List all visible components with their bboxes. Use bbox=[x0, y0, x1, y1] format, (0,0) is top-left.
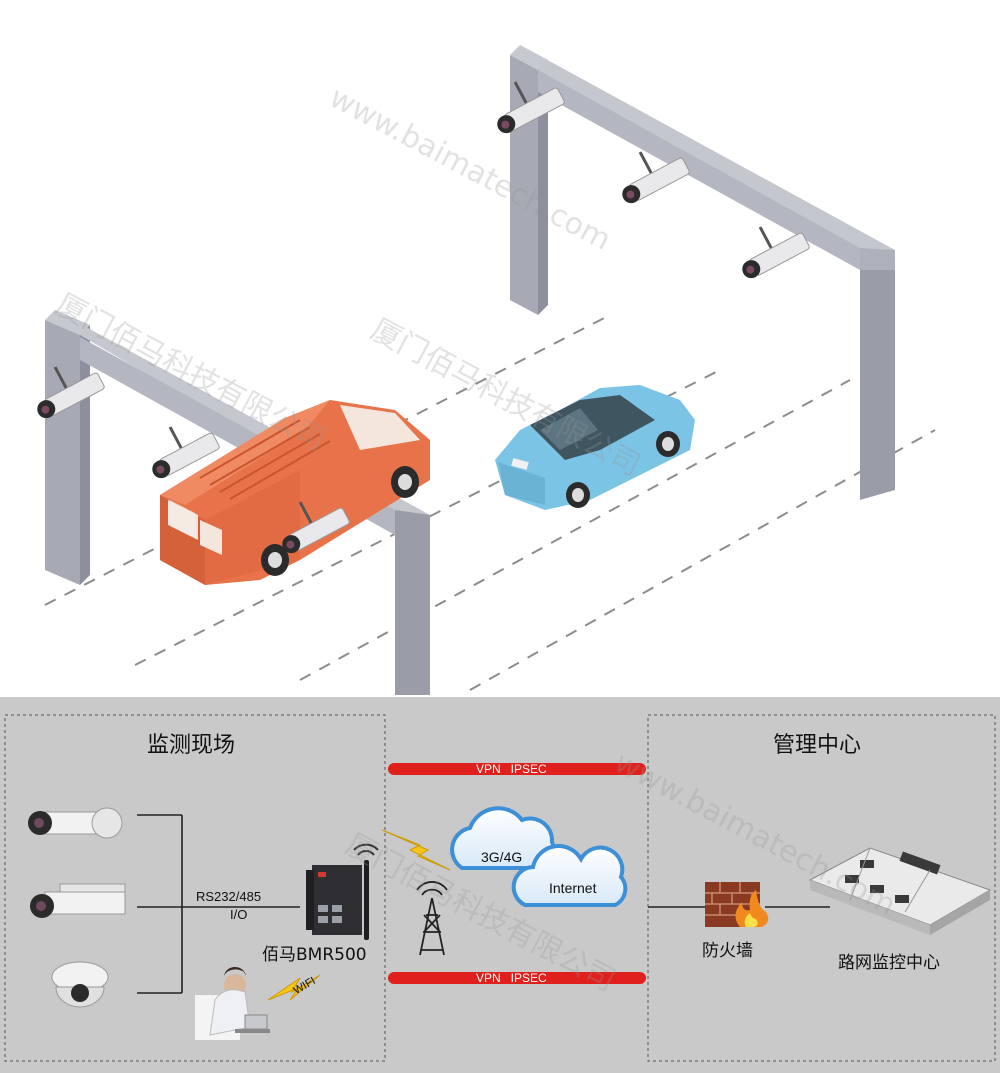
cloud-internet-label: Internet bbox=[549, 880, 597, 896]
router-label: 佰马BMR500 bbox=[262, 945, 367, 965]
router-icon bbox=[306, 843, 379, 940]
bullet-camera-icon bbox=[28, 807, 123, 839]
gantry-cameras bbox=[37, 81, 810, 419]
cloud-mobile-label: 3G/4G bbox=[481, 849, 523, 865]
firewall-label: 防火墙 bbox=[702, 941, 753, 961]
laptop-user-icon bbox=[195, 966, 270, 1040]
road-scene bbox=[37, 45, 936, 695]
vpn-label-bottom: VPN IPSEC bbox=[476, 971, 547, 985]
io-label: I/O bbox=[230, 907, 248, 922]
center-box bbox=[647, 714, 996, 1062]
center-title: 管理中心 bbox=[773, 733, 862, 758]
site-title: 监测现场 bbox=[147, 733, 236, 758]
wireless-bolt-icon bbox=[381, 829, 451, 871]
vpn-bar-top bbox=[388, 763, 646, 775]
blue-sedan bbox=[495, 385, 695, 510]
vpn-label-top: VPN IPSEC bbox=[476, 762, 547, 776]
firewall-icon bbox=[705, 882, 769, 927]
gantry-back bbox=[510, 45, 895, 500]
cloud-internet bbox=[511, 844, 628, 907]
control-center-icon bbox=[808, 847, 992, 935]
monitor-center-label: 路网监控中心 bbox=[838, 953, 940, 973]
serial-label: RS232/485 bbox=[196, 889, 262, 904]
site-box bbox=[4, 714, 386, 1062]
site-wiring bbox=[137, 814, 300, 994]
dome-camera-icon bbox=[51, 961, 109, 1008]
box-camera-icon bbox=[30, 883, 126, 918]
orange-van bbox=[160, 400, 430, 585]
wifi-bolt-icon bbox=[267, 974, 321, 1001]
vpn-bar-bottom bbox=[388, 972, 646, 984]
cell-tower-icon bbox=[416, 881, 448, 956]
gantry-camera-front-2 bbox=[152, 426, 350, 554]
